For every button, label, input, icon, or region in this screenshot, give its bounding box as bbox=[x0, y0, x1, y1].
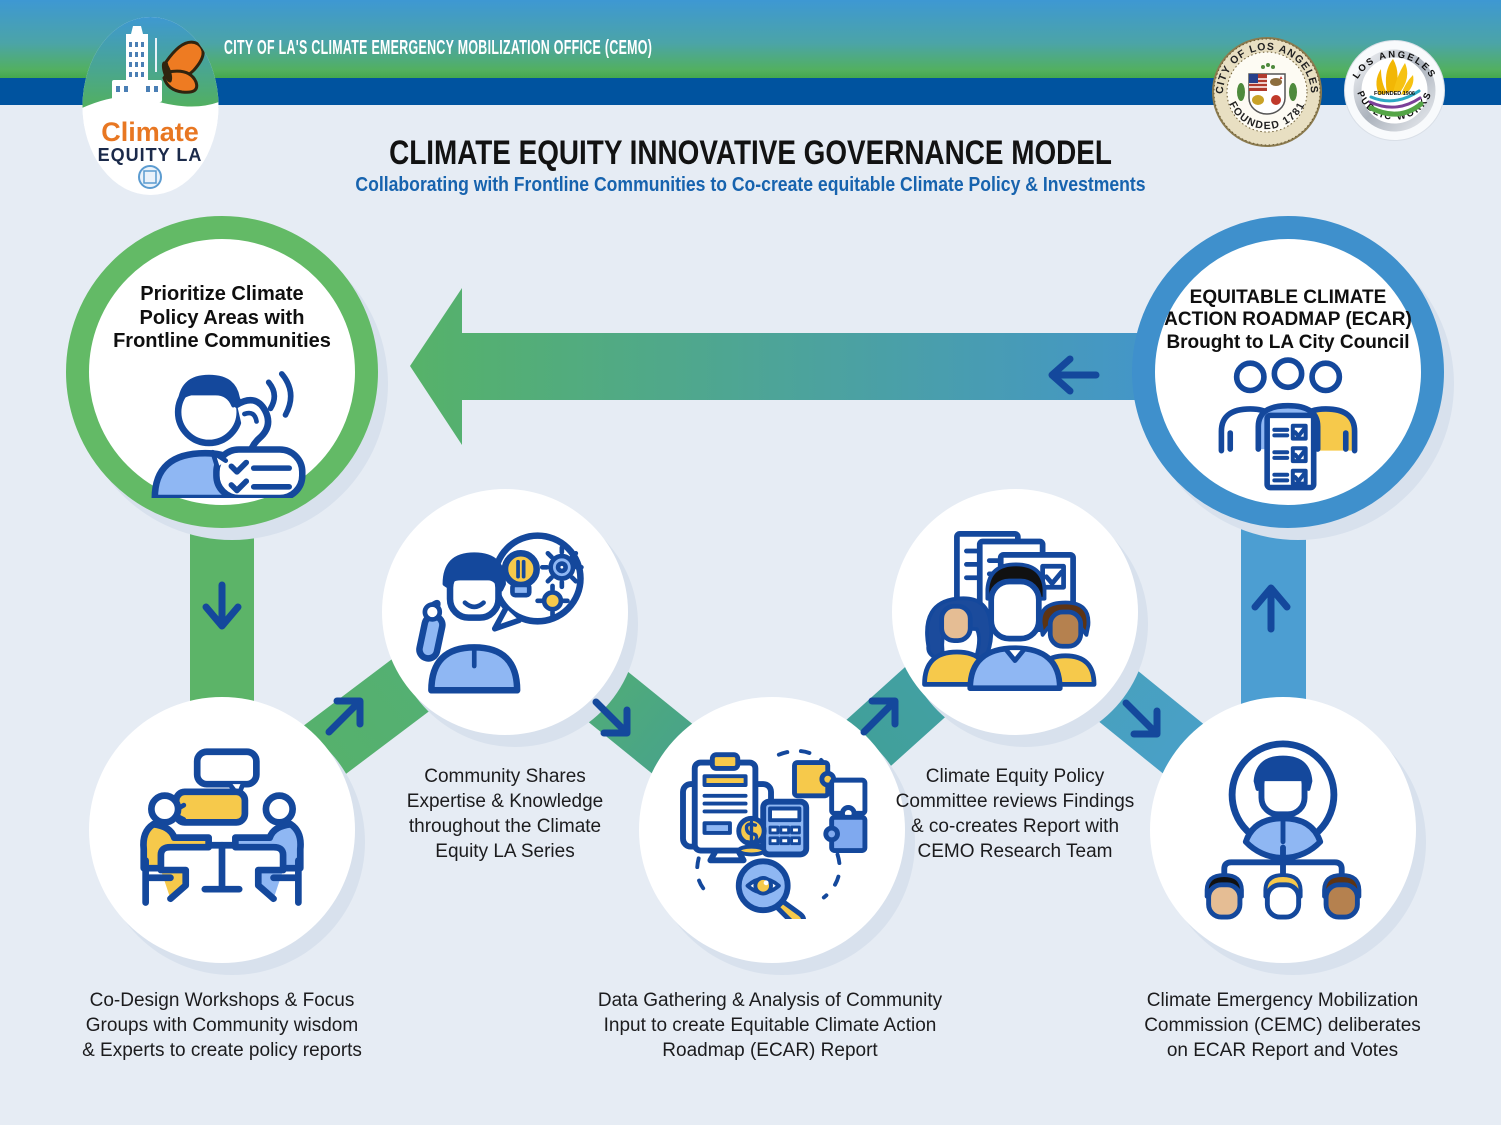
listening-person-icon bbox=[151, 370, 306, 498]
arrow-down-right-icon bbox=[592, 698, 631, 737]
node-data bbox=[639, 697, 905, 963]
node-prioritize-label: Prioritize Climate Policy Areas with Fro… bbox=[113, 283, 331, 353]
node-codesign bbox=[89, 697, 355, 963]
arrow-left-icon bbox=[1048, 355, 1100, 395]
climate-equity-la-logo: Climate EQUITY LA bbox=[82, 16, 219, 201]
logo-butterfly-icon bbox=[161, 40, 205, 94]
arrow-down-icon bbox=[202, 581, 242, 630]
arrow-up-right-icon bbox=[860, 697, 899, 736]
office-title: CITY OF LA'S CLIMATE EMERGENCY MOBILIZAT… bbox=[224, 37, 653, 59]
arrow-down-right-icon bbox=[1122, 699, 1161, 738]
logo-mini-seal-icon bbox=[138, 165, 162, 189]
node-committee bbox=[892, 489, 1138, 735]
ecar-to-prioritize-arrow bbox=[410, 288, 1145, 445]
node-ecar-council: EQUITABLE CLIMATE ACTION ROADMAP (ECAR) … bbox=[1132, 216, 1444, 528]
node-prioritize: Prioritize Climate Policy Areas with Fro… bbox=[66, 216, 378, 528]
caption-data: Data Gathering & Analysis of Community I… bbox=[597, 990, 943, 1062]
caption-commission: Climate Emergency Mobilization Commissio… bbox=[1144, 990, 1421, 1062]
pw-seal-flame-icon bbox=[1368, 59, 1424, 117]
public-works-seal: LOS ANGELES PUBLIC WORKS FOUNDED 1906 bbox=[1343, 39, 1446, 147]
data-analysis-icon bbox=[680, 748, 868, 919]
node-shares bbox=[382, 489, 628, 735]
committee-people-icon bbox=[922, 531, 1097, 692]
city-council-icon bbox=[1218, 357, 1358, 491]
page-title: CLIMATE EQUITY INNOVATIVE GOVERNANCE MOD… bbox=[389, 134, 1112, 172]
workshop-table-icon bbox=[140, 748, 304, 906]
caption-codesign: Co-Design Workshops & Focus Groups with … bbox=[82, 990, 362, 1062]
logo-badge-icon: Climate EQUITY LA bbox=[82, 17, 219, 195]
city-seal-shield-icon bbox=[1237, 63, 1297, 115]
commission-orgchart-icon bbox=[1204, 740, 1362, 920]
arrow-up-right-icon bbox=[325, 697, 364, 736]
caption-committee: Climate Equity Policy Committee reviews … bbox=[895, 766, 1135, 863]
node-ecar-label: EQUITABLE CLIMATE ACTION ROADMAP (ECAR) … bbox=[1164, 287, 1412, 353]
caption-shares: Community Shares Expertise & Knowledge t… bbox=[406, 766, 604, 863]
logo-climate-text: Climate bbox=[101, 117, 199, 147]
node-commission bbox=[1150, 697, 1416, 963]
seal-pw-center-text: FOUNDED 1906 bbox=[1374, 91, 1415, 97]
person-idea-bubble-icon bbox=[416, 532, 584, 694]
arrow-up-icon bbox=[1251, 584, 1291, 633]
la-city-seal: CITY OF LOS ANGELES FOUNDED 1781 bbox=[1211, 36, 1323, 153]
logo-equity-text: EQUITY LA bbox=[98, 145, 203, 165]
page-subtitle: Collaborating with Frontline Communities… bbox=[355, 174, 1146, 196]
logo-cityhall-icon bbox=[112, 26, 162, 102]
